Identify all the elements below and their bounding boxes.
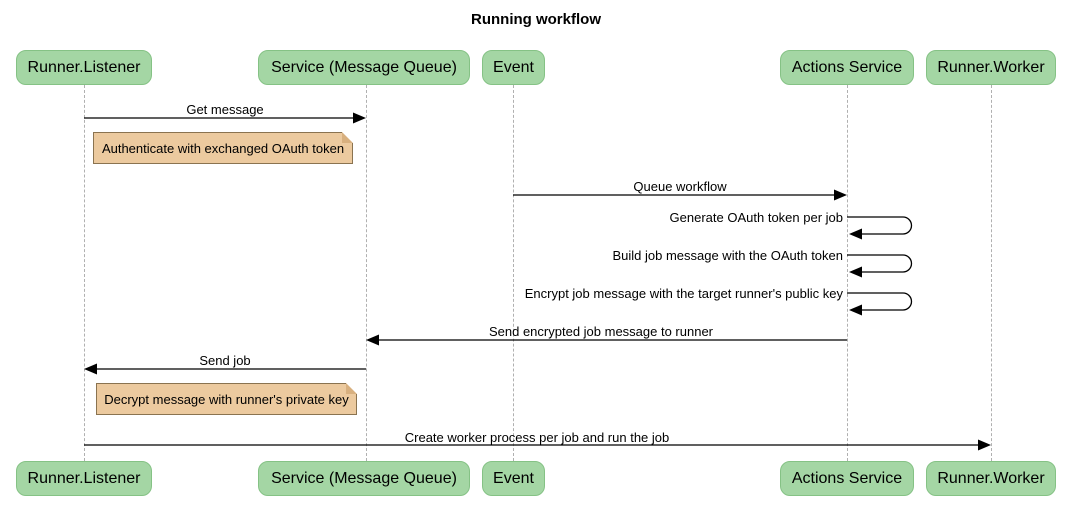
message-label-generate-oauth-token: Generate OAuth token per job (669, 210, 843, 225)
actor-event-top: Event (482, 50, 545, 85)
actor-actions-service-bottom: Actions Service (780, 461, 914, 496)
actor-label: Actions Service (791, 58, 903, 76)
actor-label: Service (Message Queue) (271, 58, 457, 76)
lifeline-actions-service (847, 85, 848, 461)
diagram-title: Running workflow (471, 11, 601, 28)
actor-label: Runner.Listener (27, 58, 141, 76)
self-loop-build-job-message (847, 254, 913, 278)
actor-label: Runner.Listener (27, 469, 141, 487)
actor-label: Actions Service (791, 469, 903, 487)
actor-service-queue-top: Service (Message Queue) (258, 50, 470, 85)
actor-label: Event (493, 58, 534, 76)
actor-label: Event (493, 469, 534, 487)
message-label-send-encrypted-job: Send encrypted job message to runner (488, 324, 714, 339)
lifeline-runner-worker (991, 85, 992, 461)
message-label-create-worker: Create worker process per job and run th… (404, 430, 670, 445)
message-label-get-message: Get message (186, 102, 264, 117)
actor-label: Service (Message Queue) (271, 469, 457, 487)
actor-actions-service-top: Actions Service (780, 50, 914, 85)
actor-runner-listener-bottom: Runner.Listener (16, 461, 152, 496)
message-label-send-job: Send job (199, 353, 251, 368)
note-decrypt-private-key: Decrypt message with runner's private ke… (96, 383, 357, 415)
lifeline-runner-listener (84, 85, 85, 461)
message-label-encrypt-job-message: Encrypt job message with the target runn… (524, 286, 843, 301)
actor-runner-listener-top: Runner.Listener (16, 50, 152, 85)
actor-label: Runner.Worker (937, 469, 1045, 487)
actor-runner-worker-bottom: Runner.Worker (926, 461, 1056, 496)
actor-runner-worker-top: Runner.Worker (926, 50, 1056, 85)
actor-service-queue-bottom: Service (Message Queue) (258, 461, 470, 496)
self-loop-encrypt-job-message (847, 292, 913, 316)
note-text: Authenticate with exchanged OAuth token (101, 140, 345, 156)
self-loop-generate-oauth-token (847, 216, 913, 240)
note-authenticate-oauth: Authenticate with exchanged OAuth token (93, 132, 353, 164)
lifeline-service-queue (366, 85, 367, 461)
message-label-build-job-message: Build job message with the OAuth token (612, 248, 843, 263)
lifeline-event (513, 85, 514, 461)
message-label-queue-workflow: Queue workflow (633, 179, 727, 194)
actor-label: Runner.Worker (937, 58, 1045, 76)
note-text: Decrypt message with runner's private ke… (104, 391, 349, 407)
actor-event-bottom: Event (482, 461, 545, 496)
